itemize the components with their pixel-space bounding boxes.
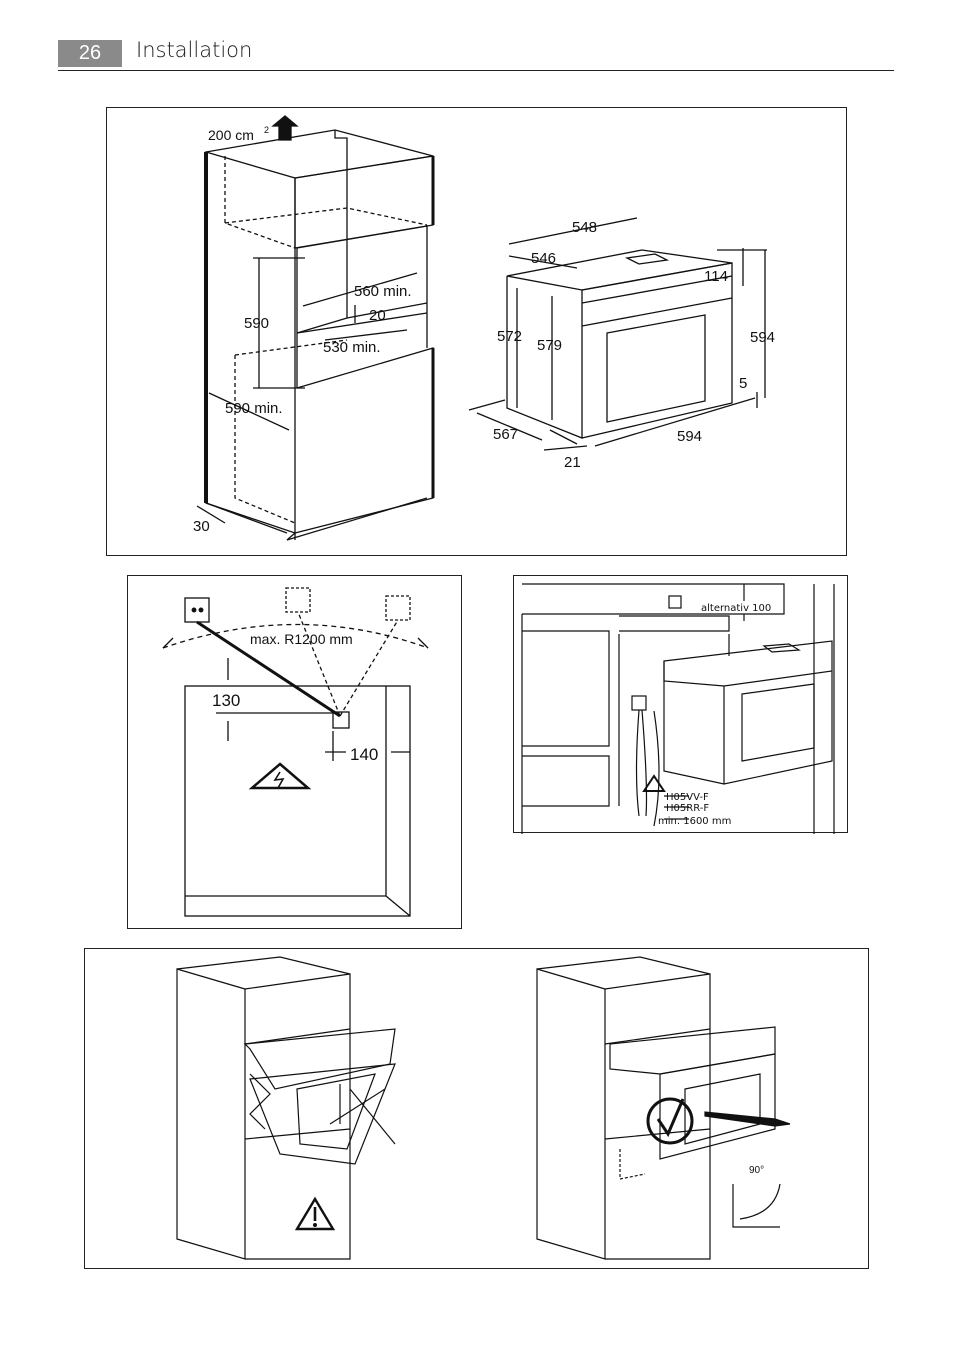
horizontal-offset-label: 140 [350,745,378,764]
dim-oven-depth-top: 548 [572,219,597,236]
page-title: Installation [136,38,253,62]
dim-cabinet-gap: 20 [369,307,386,324]
dim-oven-inner-height: 579 [537,337,562,354]
cable-connection-diagram: alternativ 100 H05VV-F H05RR-F min. 1600… [513,575,848,834]
cable-type-2: H05RR-F [666,803,709,814]
insertion-drawing: 90° [176,956,791,1260]
max-radius-label: max. R1200 mm [250,631,353,647]
dim-oven-body-height: 572 [497,328,522,345]
angle-label: 90° [749,1165,764,1176]
dim-oven-bottom-gap: 5 [739,375,747,392]
dim-oven-front-width: 594 [677,428,702,445]
dim-plinth: 30 [193,518,210,535]
dim-oven-front-depth: 21 [564,454,581,471]
dim-cabinet-depth-min: 530 min. [323,339,381,356]
dim-cabinet-height: 590 [244,315,269,332]
header-rule [58,70,894,71]
dim-cabinet-side-min: 590 min. [225,400,283,417]
ventilation-label: 200 cm [208,127,254,143]
dimensions-drawing: 200 cm 2 590 560 min. 20 530 min. 590 mi… [193,115,775,541]
alternative-label: alternativ 100 [701,603,771,614]
socket-drawing: max. R1200 mm 130 140 [162,587,429,917]
ventilation-superscript: 2 [264,125,269,135]
socket-position-diagram: max. R1200 mm 130 140 [127,575,462,929]
dimensions-diagram: 200 cm 2 590 560 min. 20 530 min. 590 mi… [106,107,847,556]
vertical-offset-label: 130 [212,691,240,710]
page-number: 26 [58,40,122,67]
dim-oven-panel-height: 114 [704,268,728,285]
cable-type-1: H05VV-F [666,792,709,803]
cable-length: min. 1600 mm [658,816,731,827]
dim-oven-side-depth: 567 [493,426,518,443]
dim-cabinet-width-min: 560 min. [354,283,412,300]
dim-oven-depth-body: 546 [531,250,556,267]
oven-insertion-diagram: 90° [84,948,869,1269]
dim-oven-total-height: 594 [750,329,775,346]
cable-drawing: alternativ 100 H05VV-F H05RR-F min. 1600… [521,583,835,834]
